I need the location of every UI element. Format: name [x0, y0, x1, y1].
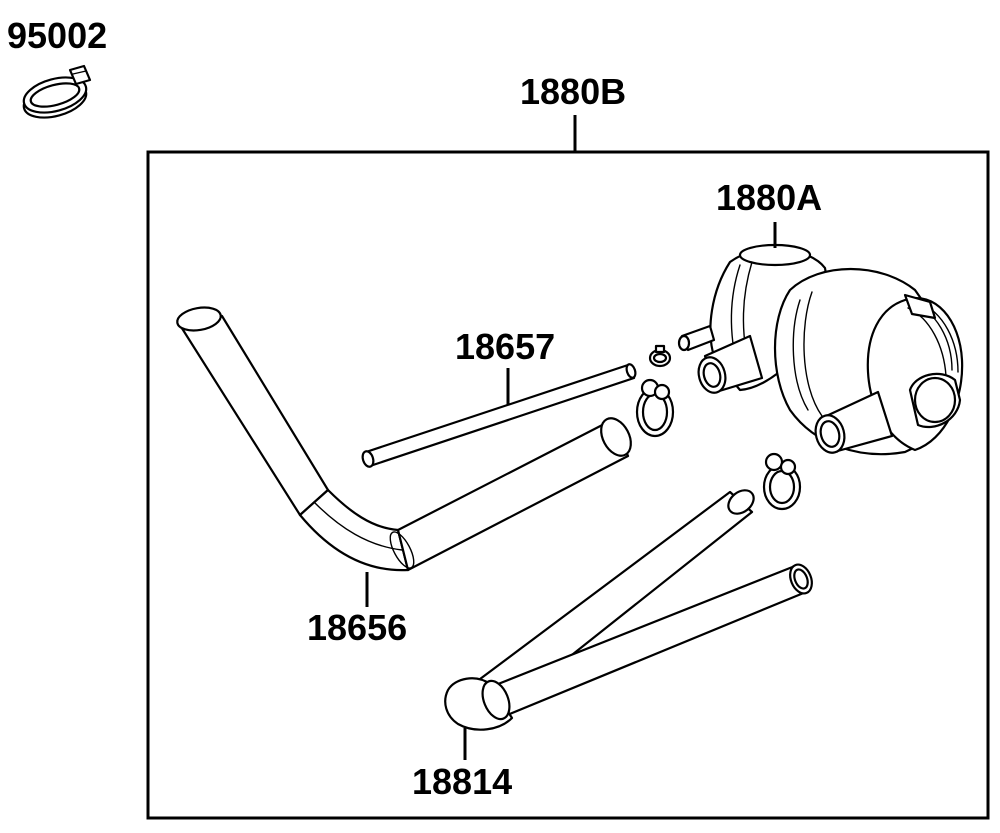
hose-clamp-95002[interactable]: [20, 64, 92, 124]
part-label-1880b[interactable]: 1880B: [520, 71, 626, 112]
part-label-1880a[interactable]: 1880A: [716, 177, 822, 218]
y-hose-18814[interactable]: [444, 486, 816, 731]
bent-hose-18656[interactable]: [175, 304, 636, 572]
assembly-frame: [146, 150, 990, 820]
small-clamp-upper[interactable]: [648, 344, 672, 368]
part-label-18814[interactable]: 18814: [412, 761, 512, 802]
part-label-18656[interactable]: 18656: [307, 607, 407, 648]
small-tube-18657[interactable]: [361, 363, 637, 468]
part-label-18657[interactable]: 18657: [455, 326, 555, 367]
clamp-lower[interactable]: [762, 452, 802, 511]
air-valve-1880a[interactable]: [677, 243, 964, 456]
clamp-middle[interactable]: [635, 378, 675, 438]
part-label-95002[interactable]: 95002: [7, 15, 107, 56]
